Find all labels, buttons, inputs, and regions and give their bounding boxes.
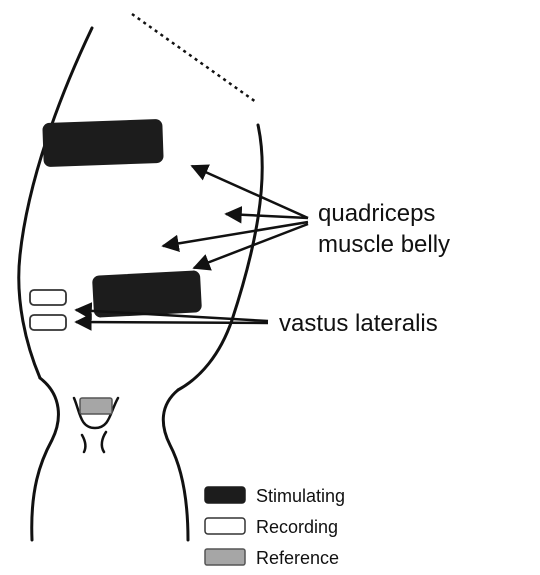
quadriceps-arrow-3 <box>163 222 308 246</box>
knee-crease-left <box>82 435 85 452</box>
quadriceps-label-line1: quadriceps <box>318 200 435 227</box>
legend-label-recording: Recording <box>256 517 338 537</box>
quadriceps-label-line2: muscle belly <box>318 231 450 258</box>
stimulating-electrode-upper <box>43 120 162 166</box>
legend: Stimulating Recording Reference <box>205 486 345 568</box>
dotted-boundary-line <box>132 14 256 102</box>
knee-outline-right <box>163 390 188 540</box>
knee-crease-right <box>102 432 106 452</box>
legend-swatch-recording <box>205 518 245 534</box>
reference-electrode <box>80 398 112 414</box>
knee-outline-left <box>32 378 59 540</box>
stimulating-electrode-lower <box>93 271 201 316</box>
legend-label-reference: Reference <box>256 548 339 568</box>
vastus-arrow-2 <box>76 322 268 323</box>
legend-label-stimulating: Stimulating <box>256 486 345 506</box>
recording-electrode-upper <box>30 290 66 305</box>
quadriceps-arrow-1 <box>192 166 308 218</box>
recording-electrode-lower <box>30 315 66 330</box>
quadriceps-arrow-2 <box>226 214 308 218</box>
vastus-lateralis-label: vastus lateralis <box>279 310 438 337</box>
legend-swatch-reference <box>205 549 245 565</box>
legend-swatch-stimulating <box>205 487 245 503</box>
